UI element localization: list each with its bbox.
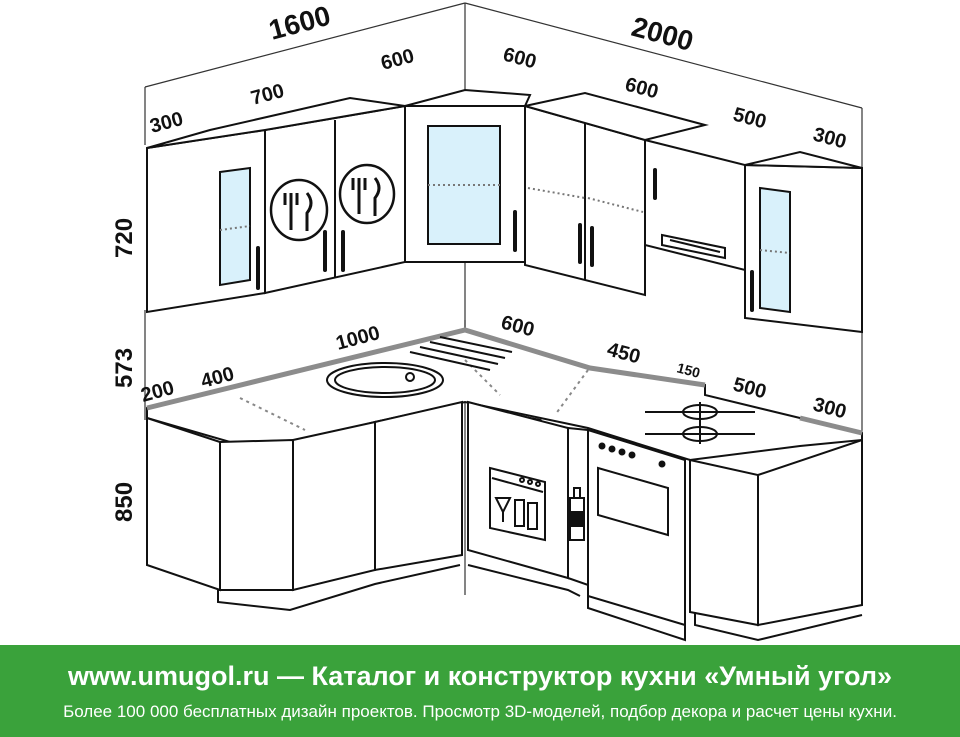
lower-cabinet-sink — [374, 400, 463, 572]
lower-cabinets — [146, 400, 863, 642]
lower-cabinet-drawers — [292, 420, 376, 592]
dim-height-850: 850 — [111, 482, 138, 522]
dim-height-720: 720 — [111, 218, 138, 258]
oven-details — [597, 442, 669, 537]
dim-upper-500: 500 — [731, 104, 769, 134]
cooktop — [645, 402, 755, 444]
dim-upper-600-corner: 600 — [501, 44, 539, 74]
lower-cabinet-side — [757, 438, 863, 627]
dim-lower-150: 150 — [675, 359, 702, 381]
dim-upper-600-left: 600 — [379, 45, 417, 75]
oven — [587, 428, 686, 627]
glass-door-right — [759, 186, 791, 314]
dim-upper-300-left: 300 — [148, 108, 186, 138]
dim-lower-600: 600 — [499, 312, 537, 342]
promo-banner: www.umugol.ru — Каталог и конструктор ку… — [0, 645, 960, 737]
lower-cabinet-dishwasher — [467, 400, 569, 580]
dim-upper-600-right: 600 — [623, 74, 661, 104]
dishwasher-icon — [489, 466, 546, 542]
cutlery-emblems — [269, 163, 396, 242]
lower-cabinet-300 — [689, 458, 759, 627]
bottle-icon — [569, 487, 585, 541]
dim-lower-300: 300 — [811, 394, 849, 424]
lower-cabinet-corner-left — [146, 416, 221, 592]
kitchen-diagram: 1600 2000 300 700 600 600 600 500 300 72… — [111, 0, 863, 642]
lower-cabinet-400 — [219, 438, 294, 591]
dim-lower-450: 450 — [605, 339, 643, 369]
glass-door-left — [219, 166, 251, 287]
range-hood — [661, 233, 726, 260]
cutlery-icon — [338, 163, 396, 225]
cutlery-icon — [269, 178, 329, 242]
banner-subtitle: Более 100 000 бесплатных дизайн проектов… — [63, 702, 897, 721]
dim-upper-700: 700 — [249, 80, 287, 110]
dim-total-right: 2000 — [628, 11, 696, 57]
dim-upper-300-right: 300 — [811, 124, 849, 154]
banner-title[interactable]: www.umugol.ru — Каталог и конструктор ку… — [68, 661, 892, 691]
sink — [326, 336, 513, 398]
dim-height-573: 573 — [111, 348, 138, 388]
dim-lower-500: 500 — [731, 374, 769, 404]
oven-door — [597, 466, 669, 537]
dim-total-left: 1600 — [266, 0, 334, 46]
